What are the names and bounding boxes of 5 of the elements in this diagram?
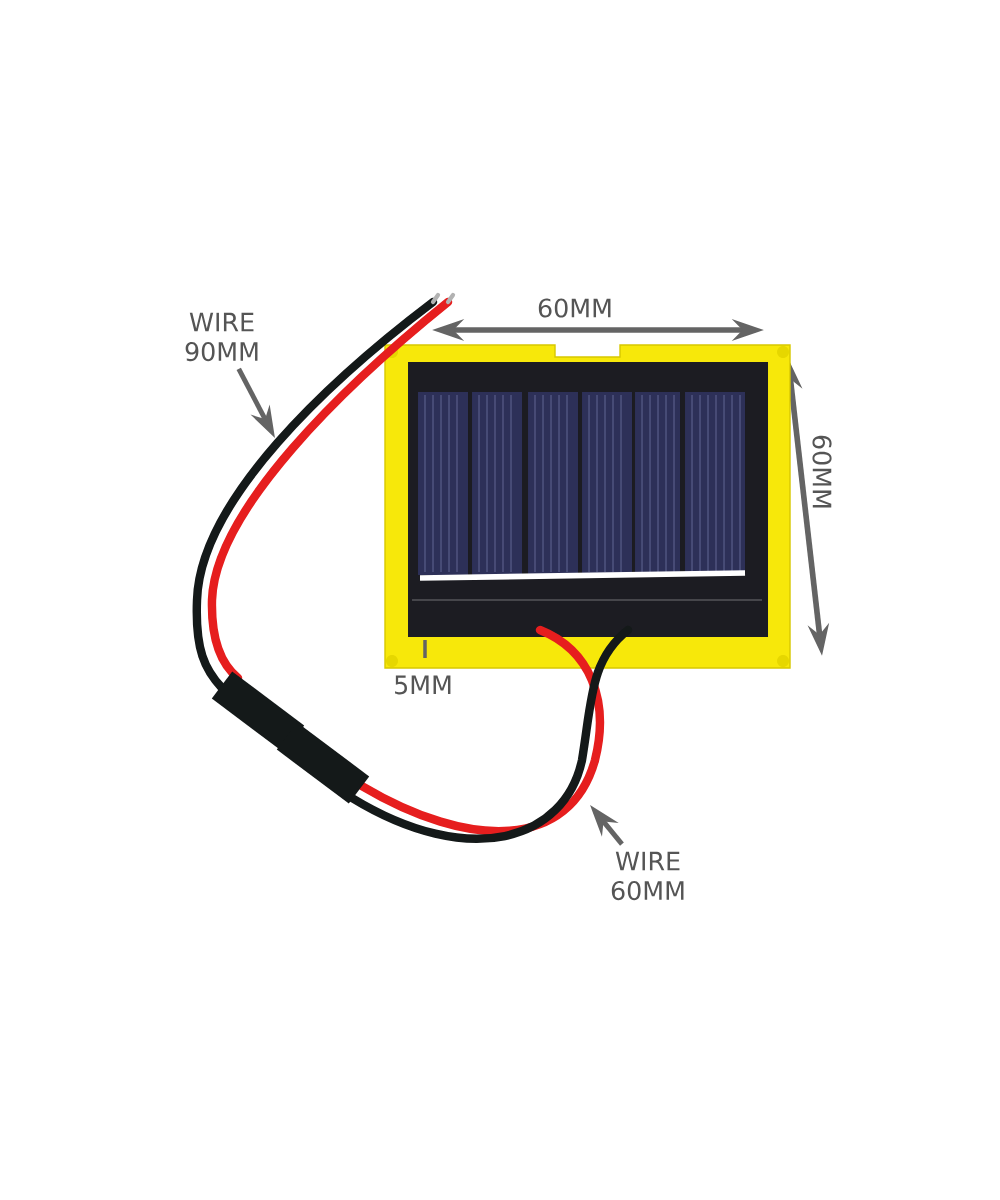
callout-text: WIRE 60MM [611, 851, 684, 901]
dimension-label: 60MM [538, 298, 611, 318]
dimension-label: 5MM [395, 675, 451, 695]
callout-text: WIRE 90MM [185, 312, 258, 362]
dimension-label: 60MM [812, 435, 832, 508]
